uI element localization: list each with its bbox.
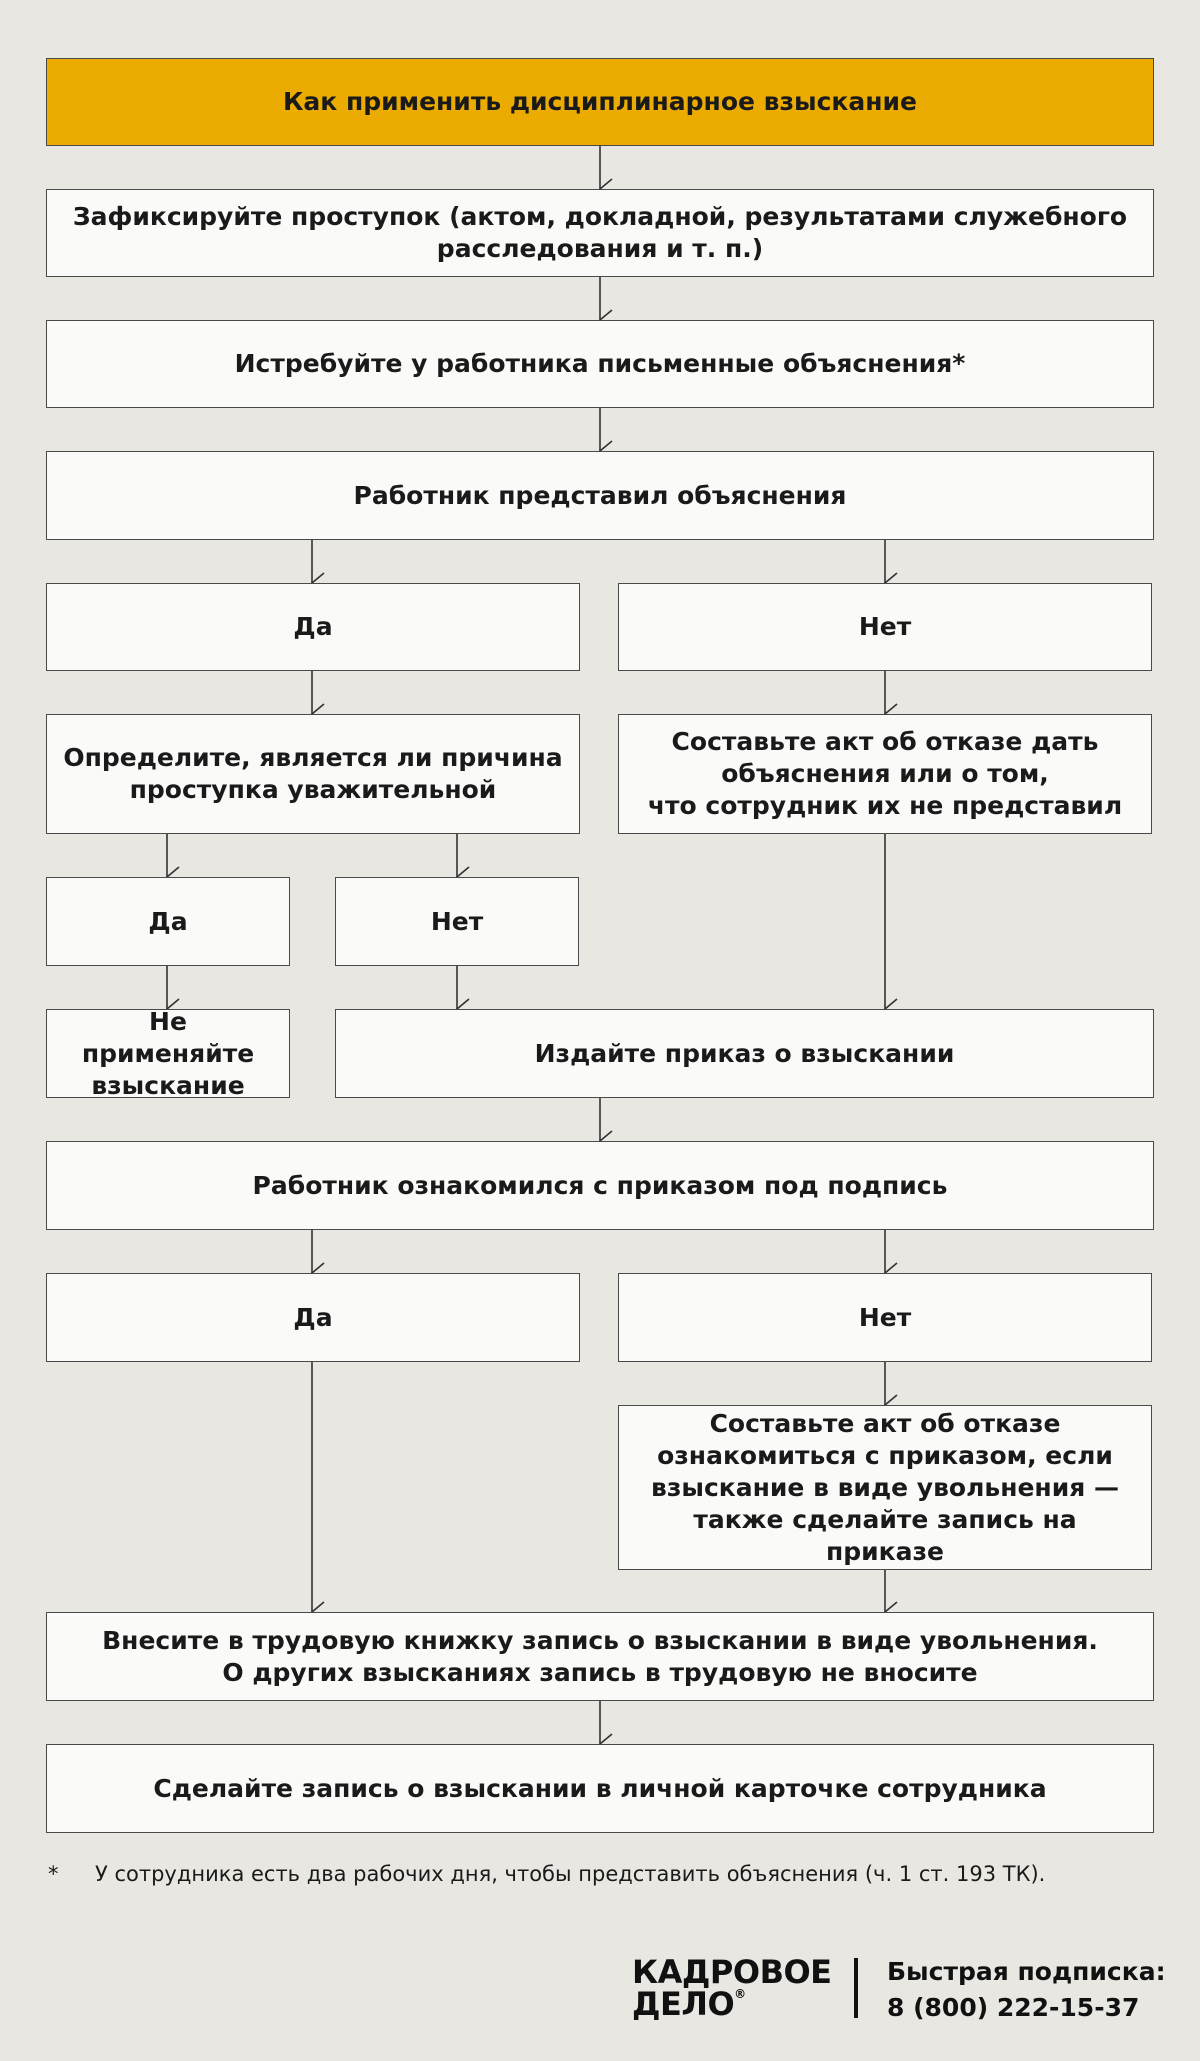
step-request-explanation: Истребуйте у работника письменные объясн… — [46, 320, 1154, 408]
brand-divider — [854, 1958, 858, 2018]
decision-explanation-presented: Работник представил объяснения — [46, 451, 1154, 540]
brand-name: КАДРОВОЕ ДЕЛО — [632, 1953, 832, 2023]
step-workbook-record: Внесите в трудовую книжку запись о взыск… — [46, 1612, 1154, 1701]
subscription-info: Быстрая подписка: 8 (800) 222-15-37 — [887, 1954, 1187, 2027]
step-issue-order: Издайте приказ о взыскании — [335, 1009, 1154, 1098]
footnote-text: У сотрудника есть два рабочих дня, чтобы… — [95, 1862, 1046, 1886]
step-personal-card-record: Сделайте запись о взыскании в личной кар… — [46, 1744, 1154, 1833]
brand-logo: КАДРОВОЕ ДЕЛО® — [632, 1956, 832, 2020]
branch-acquainted-no: Нет — [618, 1273, 1152, 1362]
branch-presented-no: Нет — [618, 583, 1152, 671]
step-act-refuse-order: Составьте акт об отказе ознакомиться с п… — [618, 1405, 1152, 1570]
subscribe-label: Быстрая подписка: — [887, 1957, 1166, 1986]
step-no-penalty: Не применяйте взыскание — [46, 1007, 290, 1100]
registered-mark: ® — [734, 1987, 746, 2001]
branch-acquainted-yes: Да — [46, 1273, 580, 1362]
phone-number: 8 (800) 222-15-37 — [887, 1993, 1140, 2023]
step-determine-reason: Определите, является ли причина проступк… — [46, 714, 580, 834]
step-fix-offense: Зафиксируйте проступок (актом, докладной… — [46, 189, 1154, 277]
footnote-mark: * — [48, 1862, 59, 1886]
title-box: Как применить дисциплинарное взыскание — [46, 58, 1154, 146]
branch-reason-no: Нет — [335, 877, 579, 966]
branch-reason-yes: Да — [46, 877, 290, 966]
branch-presented-yes: Да — [46, 583, 580, 671]
decision-acquainted-order: Работник ознакомился с приказом под подп… — [46, 1141, 1154, 1230]
step-act-refuse-explanation: Составьте акт об отказе дать объяснения … — [618, 714, 1152, 834]
footnote: * У сотрудника есть два рабочих дня, что… — [48, 1862, 1148, 1886]
